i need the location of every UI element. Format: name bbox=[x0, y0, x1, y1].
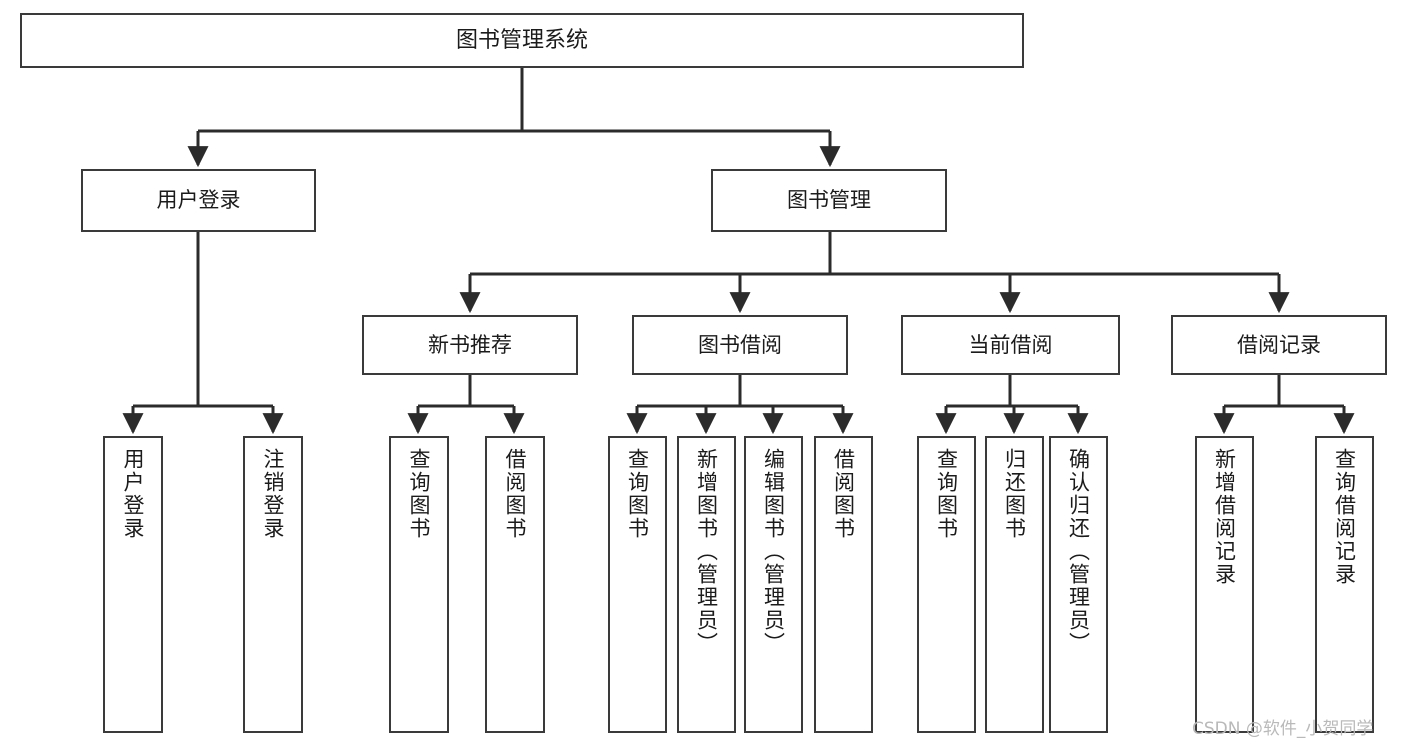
node-label: 图书借阅 bbox=[698, 332, 782, 357]
leaf-records-query-record[interactable]: 查询借阅记录 bbox=[1315, 436, 1374, 733]
node-label: 新书推荐 bbox=[428, 332, 512, 357]
node-label: 图书管理 bbox=[787, 188, 871, 213]
node-label: 查询图书 bbox=[625, 448, 650, 540]
node-borrow-records[interactable]: 借阅记录 bbox=[1171, 315, 1387, 375]
node-label: 图书管理系统 bbox=[455, 27, 588, 53]
node-label: 归还图书 bbox=[1002, 448, 1027, 540]
node-label: 确认归还（管理员） bbox=[1066, 448, 1091, 655]
leaf-newbook-borrow-book[interactable]: 借阅图书 bbox=[485, 436, 545, 733]
node-label: 用户登录 bbox=[121, 448, 146, 540]
leaf-borrow-add-book-admin[interactable]: 新增图书（管理员） bbox=[677, 436, 736, 733]
node-label: 查询借阅记录 bbox=[1332, 448, 1357, 586]
leaf-current-confirm-return-admin[interactable]: 确认归还（管理员） bbox=[1049, 436, 1108, 733]
node-label: 用户登录 bbox=[156, 188, 241, 213]
leaf-borrow-edit-book-admin[interactable]: 编辑图书（管理员） bbox=[744, 436, 803, 733]
node-label: 查询图书 bbox=[407, 448, 432, 540]
node-user-login[interactable]: 用户登录 bbox=[81, 169, 316, 232]
node-root-system[interactable]: 图书管理系统 bbox=[20, 13, 1024, 68]
csdn-watermark: CSDN @软件_小贺同学 bbox=[1192, 719, 1374, 739]
leaf-borrow-query-book[interactable]: 查询图书 bbox=[608, 436, 667, 733]
node-label: 借阅图书 bbox=[503, 448, 528, 540]
leaf-user-login-signout[interactable]: 注销登录 bbox=[243, 436, 303, 733]
node-label: 新增图书（管理员） bbox=[694, 448, 719, 655]
node-book-borrow[interactable]: 图书借阅 bbox=[632, 315, 848, 375]
leaf-records-add-record[interactable]: 新增借阅记录 bbox=[1195, 436, 1254, 733]
node-current-borrow[interactable]: 当前借阅 bbox=[901, 315, 1120, 375]
leaf-current-return-book[interactable]: 归还图书 bbox=[985, 436, 1044, 733]
node-label: 查询图书 bbox=[934, 448, 959, 540]
node-label: 借阅图书 bbox=[831, 448, 856, 540]
node-new-book-recommend[interactable]: 新书推荐 bbox=[362, 315, 578, 375]
node-label: 借阅记录 bbox=[1237, 332, 1321, 357]
node-label: 注销登录 bbox=[261, 448, 286, 540]
node-label: 当前借阅 bbox=[968, 332, 1053, 357]
node-book-management[interactable]: 图书管理 bbox=[711, 169, 947, 232]
node-label: 编辑图书（管理员） bbox=[761, 448, 786, 655]
leaf-newbook-query-book[interactable]: 查询图书 bbox=[389, 436, 449, 733]
leaf-borrow-borrow-book[interactable]: 借阅图书 bbox=[814, 436, 873, 733]
leaf-user-login-signin[interactable]: 用户登录 bbox=[103, 436, 163, 733]
leaf-current-query-book[interactable]: 查询图书 bbox=[917, 436, 976, 733]
node-label: 新增借阅记录 bbox=[1212, 448, 1237, 586]
